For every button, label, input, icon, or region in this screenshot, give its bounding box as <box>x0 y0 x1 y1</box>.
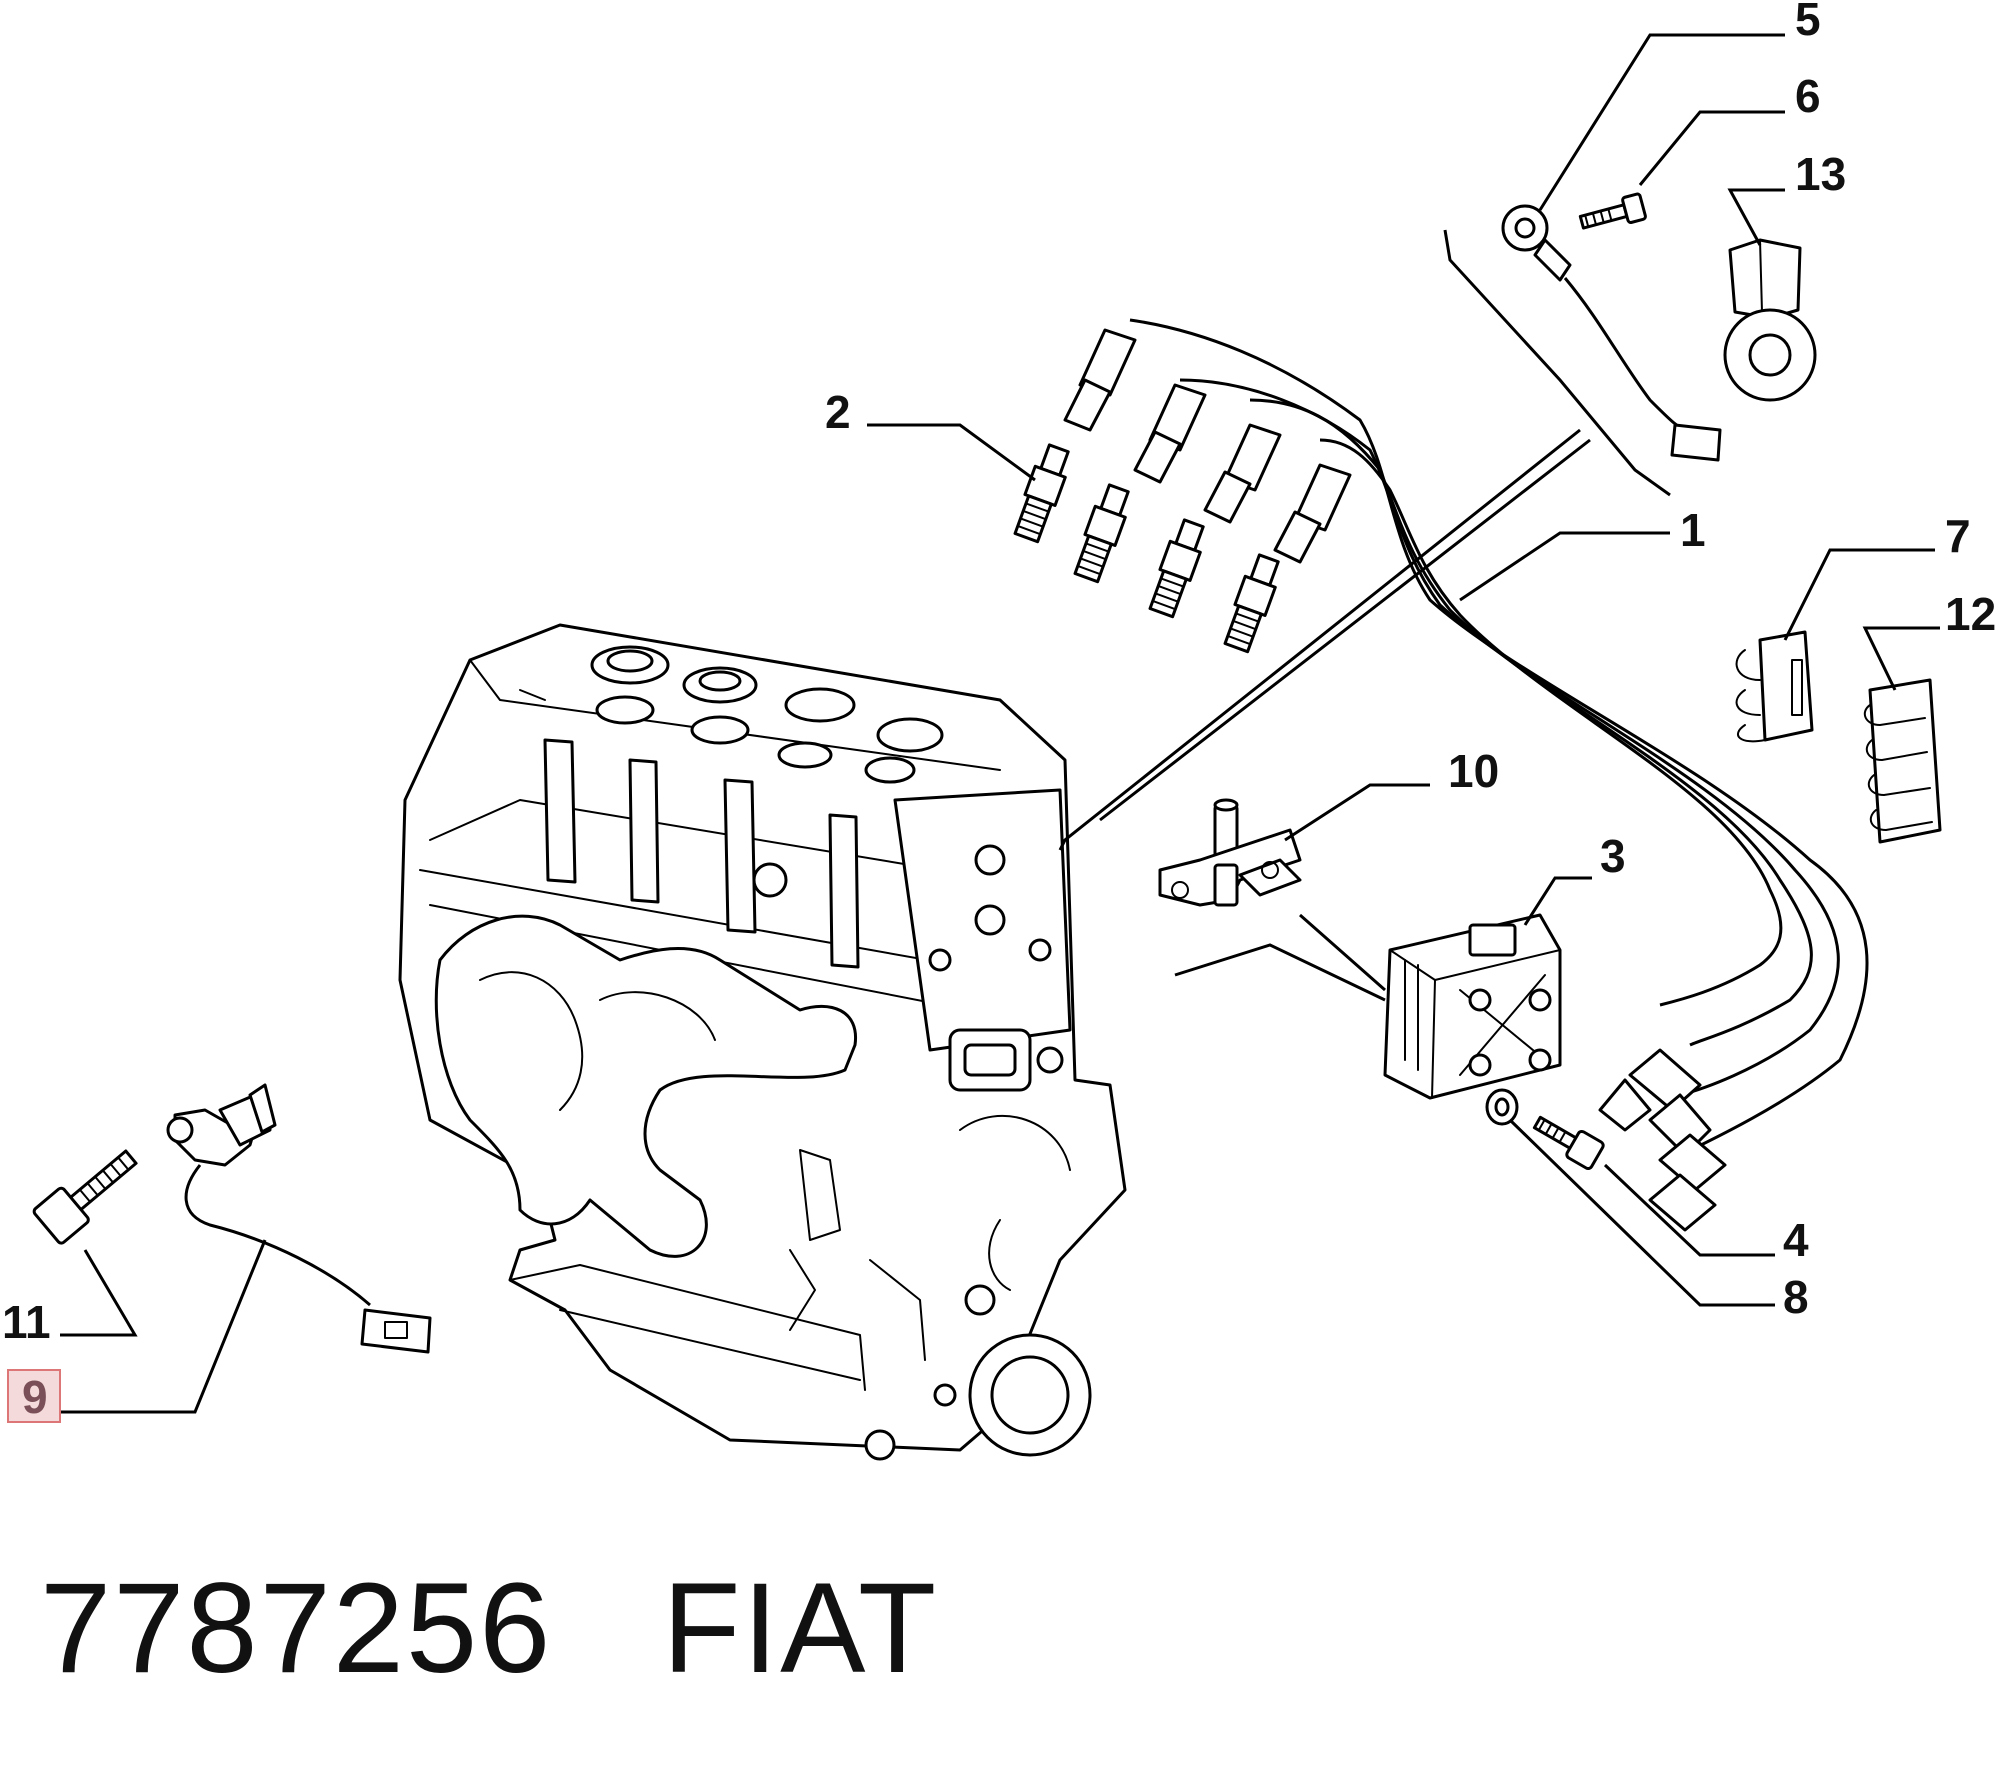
leader-5 <box>1538 33 1785 211</box>
rpm-sensor-9 <box>166 1083 432 1354</box>
sensor-13 <box>1723 238 1817 402</box>
spark-plugs <box>1013 443 1280 654</box>
leader-1-engine <box>1058 428 1581 851</box>
engine-block <box>398 623 1127 1461</box>
leader-12 <box>1862 626 1940 691</box>
leader-9 <box>60 1239 267 1414</box>
leader-2 <box>867 423 1036 482</box>
callout-labels: 1 2 3 4 5 6 7 8 9 10 11 12 13 <box>2 0 1996 1423</box>
knock-sensor-with-lead <box>1501 204 1722 462</box>
bracket-10 <box>1158 798 1302 907</box>
callout-12: 12 <box>1945 588 1996 640</box>
callout-6: 6 <box>1795 70 1821 122</box>
bolt-11 <box>32 1149 138 1245</box>
callout-4: 4 <box>1783 1214 1809 1266</box>
callout-2: 2 <box>825 386 851 438</box>
bolt-4 <box>1532 1115 1605 1171</box>
brand-name: FIAT <box>662 1557 939 1700</box>
cable-clip-7 <box>1735 630 1814 743</box>
callout-9: 9 <box>22 1371 48 1423</box>
ignition-coil-3 <box>1383 913 1562 1100</box>
leader-3 <box>1523 876 1592 926</box>
leader-1-engine-b <box>1099 438 1591 822</box>
leader-6 <box>1638 110 1785 186</box>
leader-11 <box>60 1249 138 1337</box>
leader-lines <box>60 33 1940 1414</box>
callout-5: 5 <box>1795 0 1821 45</box>
callout-11: 11 <box>2 1296 51 1348</box>
leader-7 <box>1783 548 1935 641</box>
callout-9-highlight <box>7 1369 61 1423</box>
callout-1: 1 <box>1680 504 1706 556</box>
leader-10 <box>1284 783 1430 842</box>
bolt-6 <box>1578 192 1647 230</box>
leader-1-secondary <box>1443 229 1671 497</box>
callout-7: 7 <box>1945 510 1971 562</box>
leader-8 <box>1508 1118 1775 1307</box>
callout-13: 13 <box>1795 148 1846 200</box>
leader-13 <box>1727 188 1785 246</box>
callout-8: 8 <box>1783 1271 1809 1323</box>
washer-8 <box>1485 1088 1519 1126</box>
callout-3: 3 <box>1600 830 1626 882</box>
footer-caption: 7787256 FIAT <box>40 1555 938 1700</box>
ignition-cable-harness <box>1063 318 1869 1232</box>
cable-separator-12 <box>1863 678 1942 844</box>
leader-4 <box>1603 1163 1775 1257</box>
callout-10: 10 <box>1448 745 1499 797</box>
leader-1 <box>1459 531 1670 602</box>
part-number: 7787256 <box>40 1557 553 1700</box>
leader-3-tie <box>1174 913 1386 1002</box>
